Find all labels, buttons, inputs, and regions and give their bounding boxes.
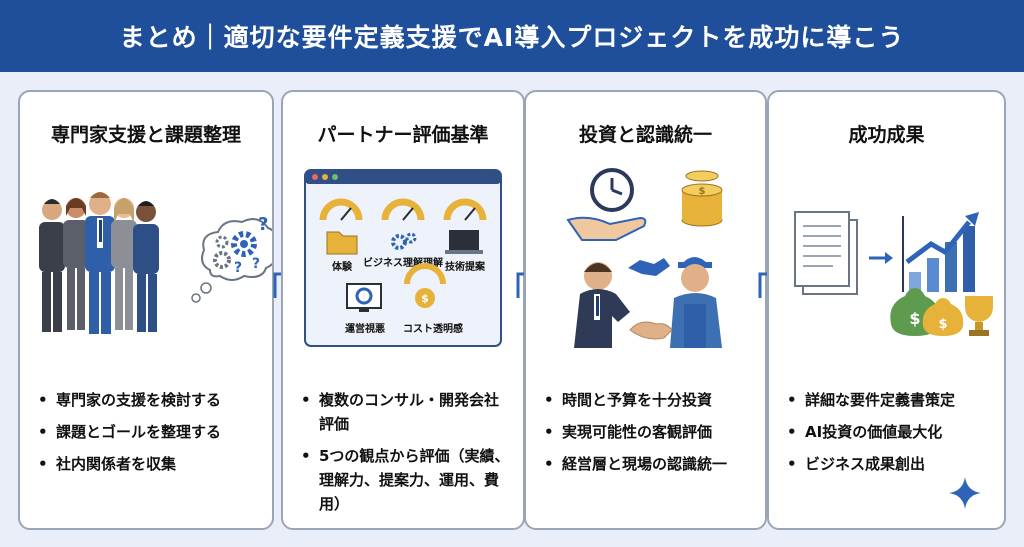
list-item: 課題とゴールを整理する [38,420,262,444]
list-item: 5つの観点から評価（実績、理解力、提案力、運用、費用） [301,444,513,516]
criteria-label: 技術提案 [445,260,486,273]
trophy-icon [965,296,993,336]
list-item: AI投資の価値最大化 [787,420,994,444]
list-item: 複数のコンサル・開発会社評価 [301,388,513,436]
sparkle-icon [949,477,981,509]
list-item: ビジネス成果創出 [787,452,994,476]
list-item: 実現可能性の客観評価 [544,420,755,444]
svg-text:$: $ [421,292,429,305]
panel-title: 投資と認識統一 [578,124,712,146]
coin-stack-icon: $ [681,170,723,227]
bullet-list: 詳細な要件定義書策定 AI投資の価値最大化 ビジネス成果創出 [787,388,994,484]
laptop-icon [445,230,483,254]
person-icon [670,257,722,348]
money-bag-icon: $ [404,263,446,308]
title-banner: まとめ｜適切な要件定義支援でAI導入プロジェクトを成功に導こう [0,0,1024,72]
gauge-icon [381,198,425,221]
svg-text:$: $ [699,186,706,197]
handshake-icon [628,258,670,276]
handshake-icon [629,321,673,340]
person-icon [63,198,89,330]
page-title: まとめ｜適切な要件定義支援でAI導入プロジェクトを成功に導こう [119,23,905,52]
panel-success: 成功成果 $ $ [767,90,1006,530]
business-team-illustration: ? ? ? [39,192,272,334]
clock-icon [590,168,634,212]
list-item: 詳細な要件定義書策定 [787,388,994,412]
list-item: 時間と予算を十分投資 [544,388,755,412]
list-item: 経営層と現場の認識統一 [544,452,755,476]
criteria-label: コスト透明感 [403,322,463,335]
panel-expert-support: 専門家支援と課題整理 [18,90,274,530]
svg-text:$: $ [909,309,920,328]
monitor-chart-icon [346,283,382,312]
svg-text:?: ? [258,214,268,235]
handshake-illustration: $ [566,168,723,348]
criteria-label: 体験 [332,260,353,273]
money-bag-icon: $ [922,298,964,336]
list-item: 社内関係者を収集 [38,452,262,476]
thought-bubble-icon: ? ? ? [191,214,272,303]
criteria-label: 運営視悪 [345,322,385,335]
person-icon [574,262,630,348]
panel-title: パートナー評価基準 [317,124,489,146]
success-illustration: $ $ [794,211,993,336]
panel-title: 成功成果 [848,124,925,146]
growth-chart-icon [902,212,979,292]
open-hand-icon [566,216,647,241]
criteria-dashboard-illustration: 体験 ビジネス理解理解 技術提案 $ 運営視悪 コスト透明感 [304,169,502,347]
gauge-icon [319,198,363,221]
person-icon [39,199,65,332]
panel-partner-criteria: パートナー評価基準 体験 ビジネス理解理解 技術提案 [281,90,525,530]
bullet-list: 専門家の支援を検討する 課題とゴールを整理する 社内関係者を収集 [38,388,262,484]
panel-investment: 投資と認識統一 $ 時間と予算を十分投資 実現可能性の客観評価 [524,90,767,530]
document-icon [794,211,858,295]
folder-icon [326,231,358,255]
svg-text:$: $ [938,317,947,332]
gears-icon [391,232,417,250]
bullet-list: 時間と予算を十分投資 実現可能性の客観評価 経営層と現場の認識統一 [544,388,755,484]
person-icon [133,201,159,332]
gauge-icon [443,198,487,221]
person-icon [111,198,137,330]
svg-text:?: ? [234,260,242,276]
list-item: 専門家の支援を検討する [38,388,262,412]
person-icon [85,192,115,334]
panel-title: 専門家支援と課題整理 [50,124,241,146]
svg-text:?: ? [252,256,260,272]
bullet-list: 複数のコンサル・開発会社評価 5つの観点から評価（実績、理解力、提案力、運用、費… [301,388,513,524]
